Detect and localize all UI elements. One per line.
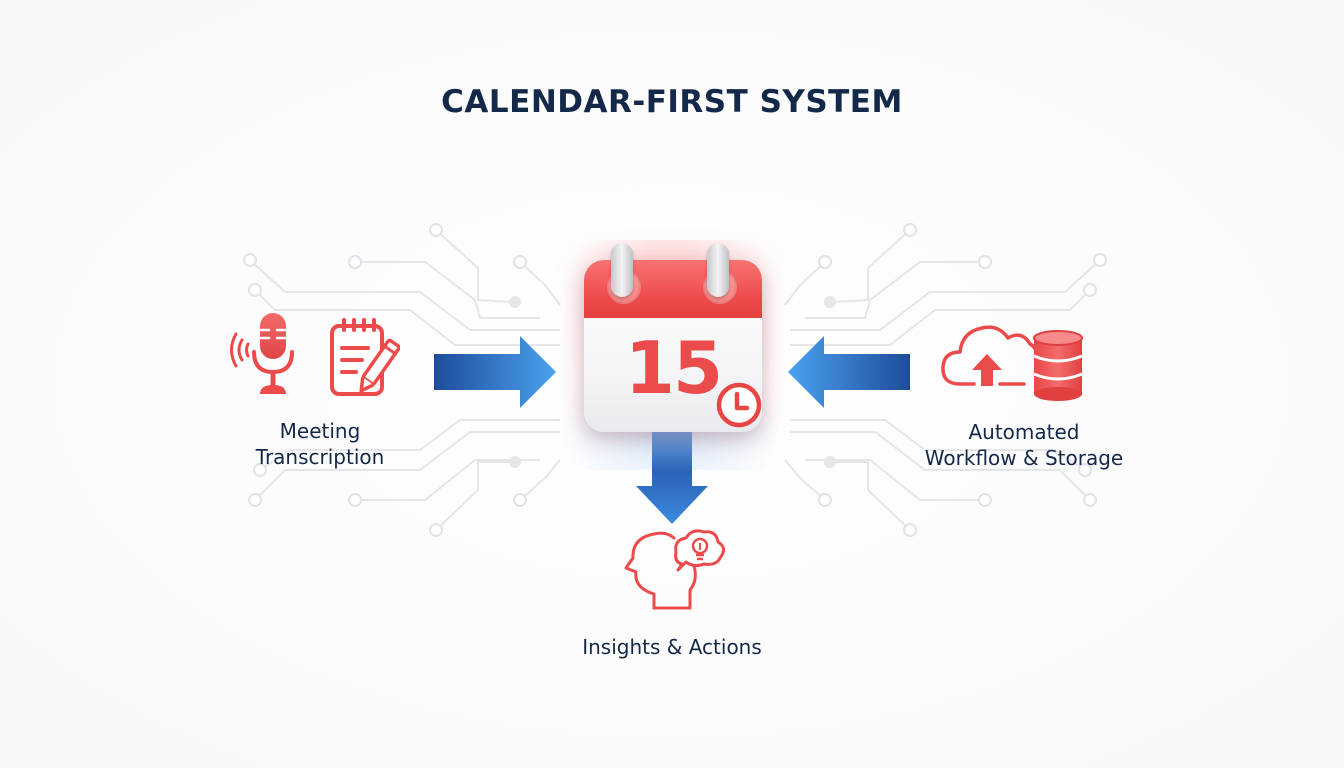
arrow-left-icon	[788, 336, 910, 408]
notepad-pencil-icon	[330, 318, 400, 396]
calendar-ring-right	[707, 243, 729, 297]
insights-actions-label: Insights & Actions	[582, 635, 762, 659]
calendar-day-number: 15	[624, 326, 723, 410]
meeting-transcription-line2: Transcription	[255, 445, 385, 469]
meeting-transcription-line1: Meeting	[279, 419, 361, 443]
microphone-icon	[230, 313, 294, 394]
meeting-transcription-label: Meeting Transcription	[220, 418, 420, 470]
arrow-down-icon	[636, 430, 708, 524]
clock-icon	[716, 382, 762, 428]
head-lightbulb-icon	[624, 529, 725, 610]
automated-workflow-line1: Automated	[968, 420, 1080, 444]
automated-workflow-storage-label: Automated Workflow & Storage	[910, 419, 1138, 471]
calendar-ring-left	[611, 243, 633, 297]
arrow-right-icon	[434, 336, 556, 408]
automated-workflow-line2: Workflow & Storage	[924, 446, 1124, 470]
database-icon	[1033, 330, 1083, 401]
cloud-upload-icon	[941, 325, 1039, 386]
page-title: CALENDAR-FIRST SYSTEM	[441, 84, 903, 120]
